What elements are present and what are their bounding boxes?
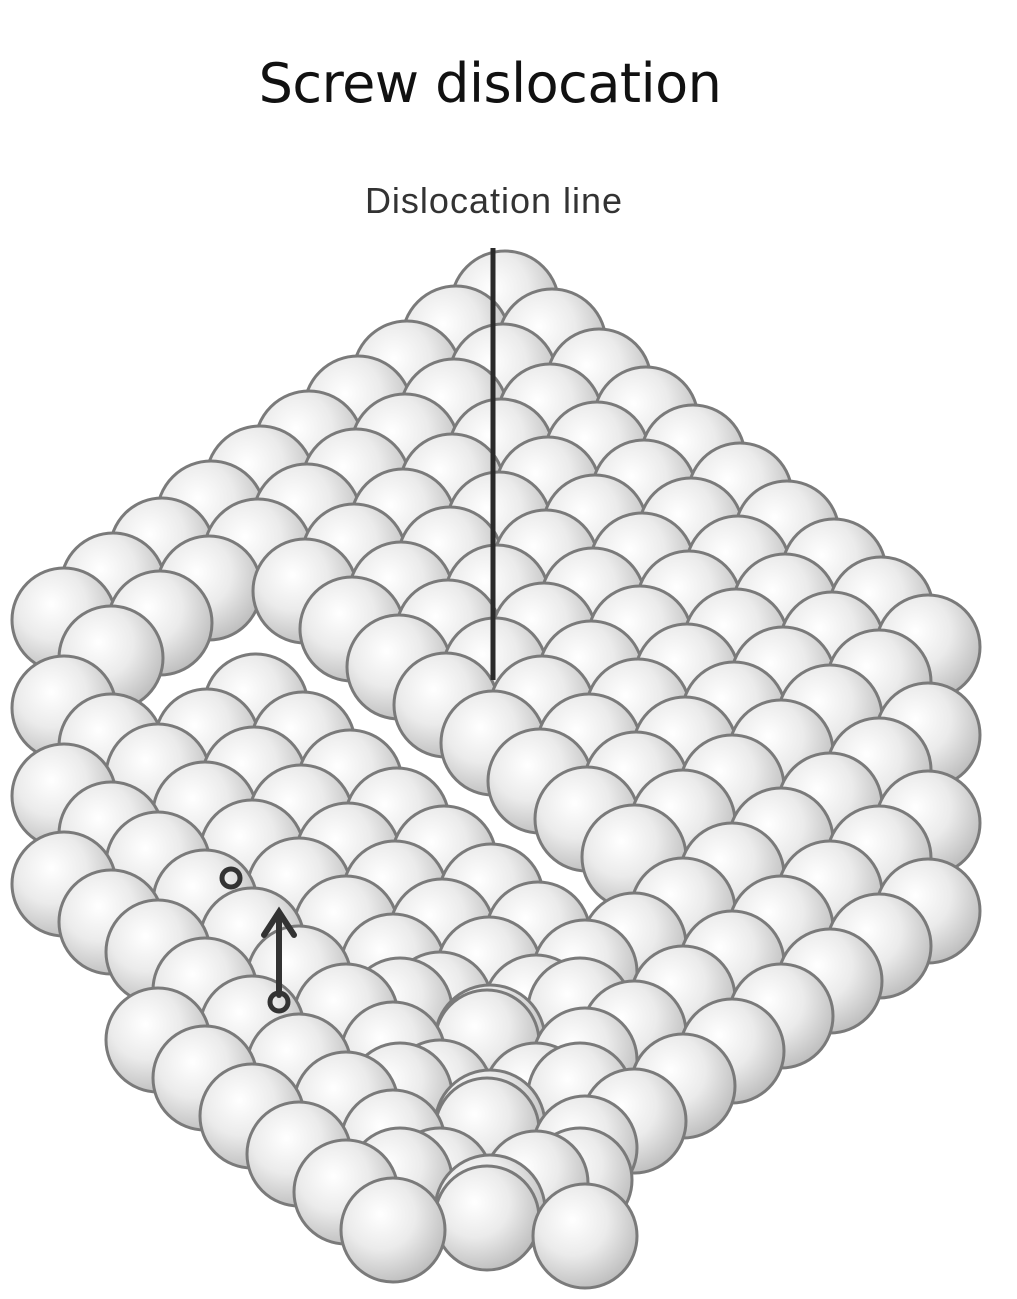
atom <box>433 1164 541 1272</box>
atom <box>531 1182 639 1290</box>
burgers-vector-arrow <box>261 906 297 998</box>
page-title: Screw dislocation <box>258 52 722 115</box>
atom-lattice <box>10 249 982 1290</box>
atom <box>339 1176 447 1284</box>
end-point-marker <box>267 990 291 1014</box>
start-point-marker <box>219 866 243 890</box>
dislocation-line-label: Dislocation line <box>364 180 624 221</box>
